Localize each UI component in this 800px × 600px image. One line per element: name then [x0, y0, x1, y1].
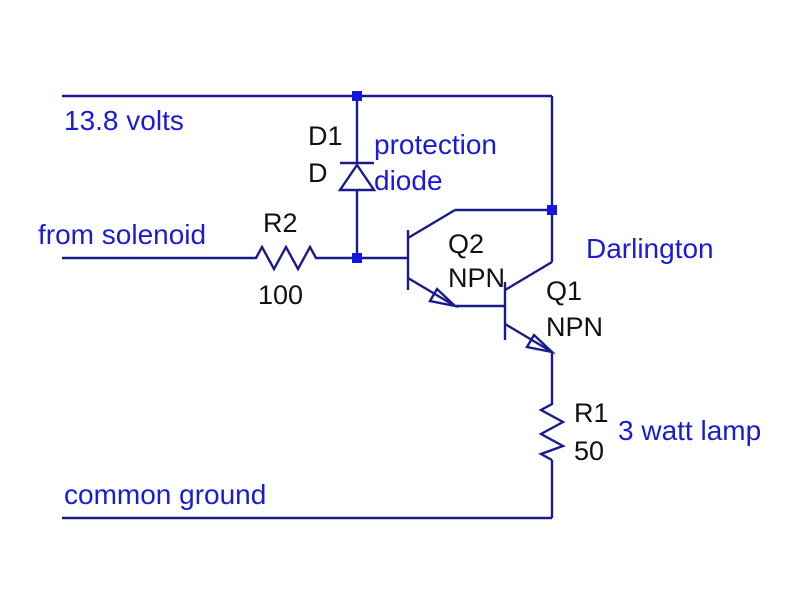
q1-collector-lead	[504, 260, 553, 292]
wires	[62, 94, 554, 520]
q1-ref-label: Q1	[546, 276, 582, 306]
q2-collector-lead	[407, 208, 456, 240]
darlington-label: Darlington	[586, 233, 714, 264]
diode-anode-triangle	[337, 162, 377, 192]
supply-voltage-label: 13.8 volts	[64, 105, 184, 136]
q2-emitter-arrow	[428, 287, 459, 308]
q1-type-label: NPN	[546, 312, 603, 342]
d1-note-diode: diode	[374, 165, 443, 196]
d1-ref-label: D1	[308, 121, 343, 151]
d1-note-protection: protection	[374, 129, 497, 160]
resistor-r1-symbol	[538, 398, 566, 462]
transistor-q2-symbol	[406, 208, 552, 308]
transistor-q1-symbol	[503, 210, 556, 354]
junction-node-supply	[352, 91, 362, 101]
q1-emitter-lead	[504, 322, 553, 354]
q2-type-label: NPN	[448, 263, 505, 293]
q2-ref-label: Q2	[448, 229, 484, 259]
r2-ref-label: R2	[263, 208, 298, 238]
diode-d1-symbol	[337, 161, 377, 192]
lamp-label: 3 watt lamp	[618, 415, 761, 446]
junction-node-collector	[547, 205, 557, 215]
r2-value-label: 100	[258, 280, 303, 310]
q2-emitter-lead	[407, 276, 456, 308]
d1-value-label: D	[308, 158, 328, 188]
q1-emitter-arrow	[525, 333, 556, 354]
input-net-label: from solenoid	[38, 219, 206, 250]
ground-net-label: common ground	[64, 479, 266, 510]
r1-ref-label: R1	[574, 398, 609, 428]
r1-value-label: 50	[574, 436, 604, 466]
junction-nodes	[352, 91, 557, 263]
junction-node-base	[352, 253, 362, 263]
resistor-r2-symbol	[248, 244, 320, 272]
